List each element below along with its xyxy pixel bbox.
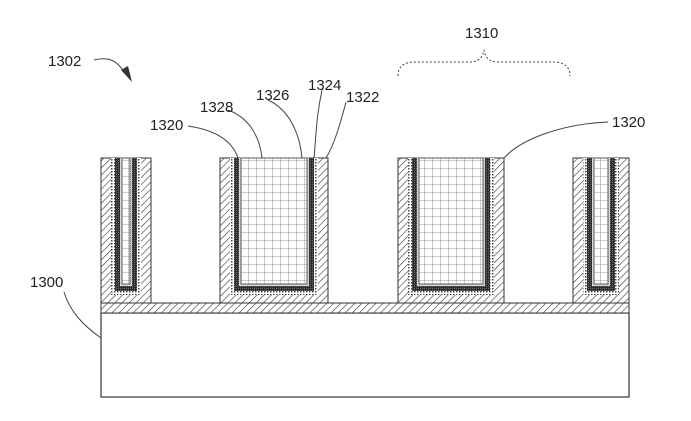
fin-structures — [100, 157, 630, 304]
substrate — [100, 312, 630, 398]
leader-1326 — [267, 99, 303, 159]
fin-4 — [572, 157, 630, 304]
leader-1324 — [313, 89, 323, 159]
leader-1320-right — [503, 121, 609, 159]
label-1322: 1322 — [346, 89, 379, 106]
leader-1322 — [325, 101, 347, 159]
label-1320-left: 1320 — [150, 117, 183, 134]
label-1310: 1310 — [465, 25, 498, 42]
leader-1320-left — [187, 125, 239, 159]
core-fill — [240, 157, 308, 285]
base-liner-layer — [100, 302, 630, 314]
label-1326: 1326 — [256, 87, 289, 104]
label-1300: 1300 — [30, 274, 63, 291]
fin-1 — [100, 157, 152, 304]
core-fill — [418, 157, 484, 285]
bracket-1310 — [397, 49, 571, 77]
arrow-1302 — [121, 66, 132, 82]
leader-1302 — [93, 58, 125, 73]
leader-1300 — [63, 291, 102, 339]
core-fill — [593, 157, 609, 285]
label-1324: 1324 — [308, 77, 341, 94]
leader-1328 — [227, 109, 263, 159]
label-1328: 1328 — [200, 99, 233, 116]
fin-3 — [397, 157, 505, 304]
label-1302: 1302 — [48, 53, 81, 70]
core-fill — [121, 157, 131, 285]
label-1320-right: 1320 — [612, 114, 645, 131]
fin-2 — [219, 157, 329, 304]
